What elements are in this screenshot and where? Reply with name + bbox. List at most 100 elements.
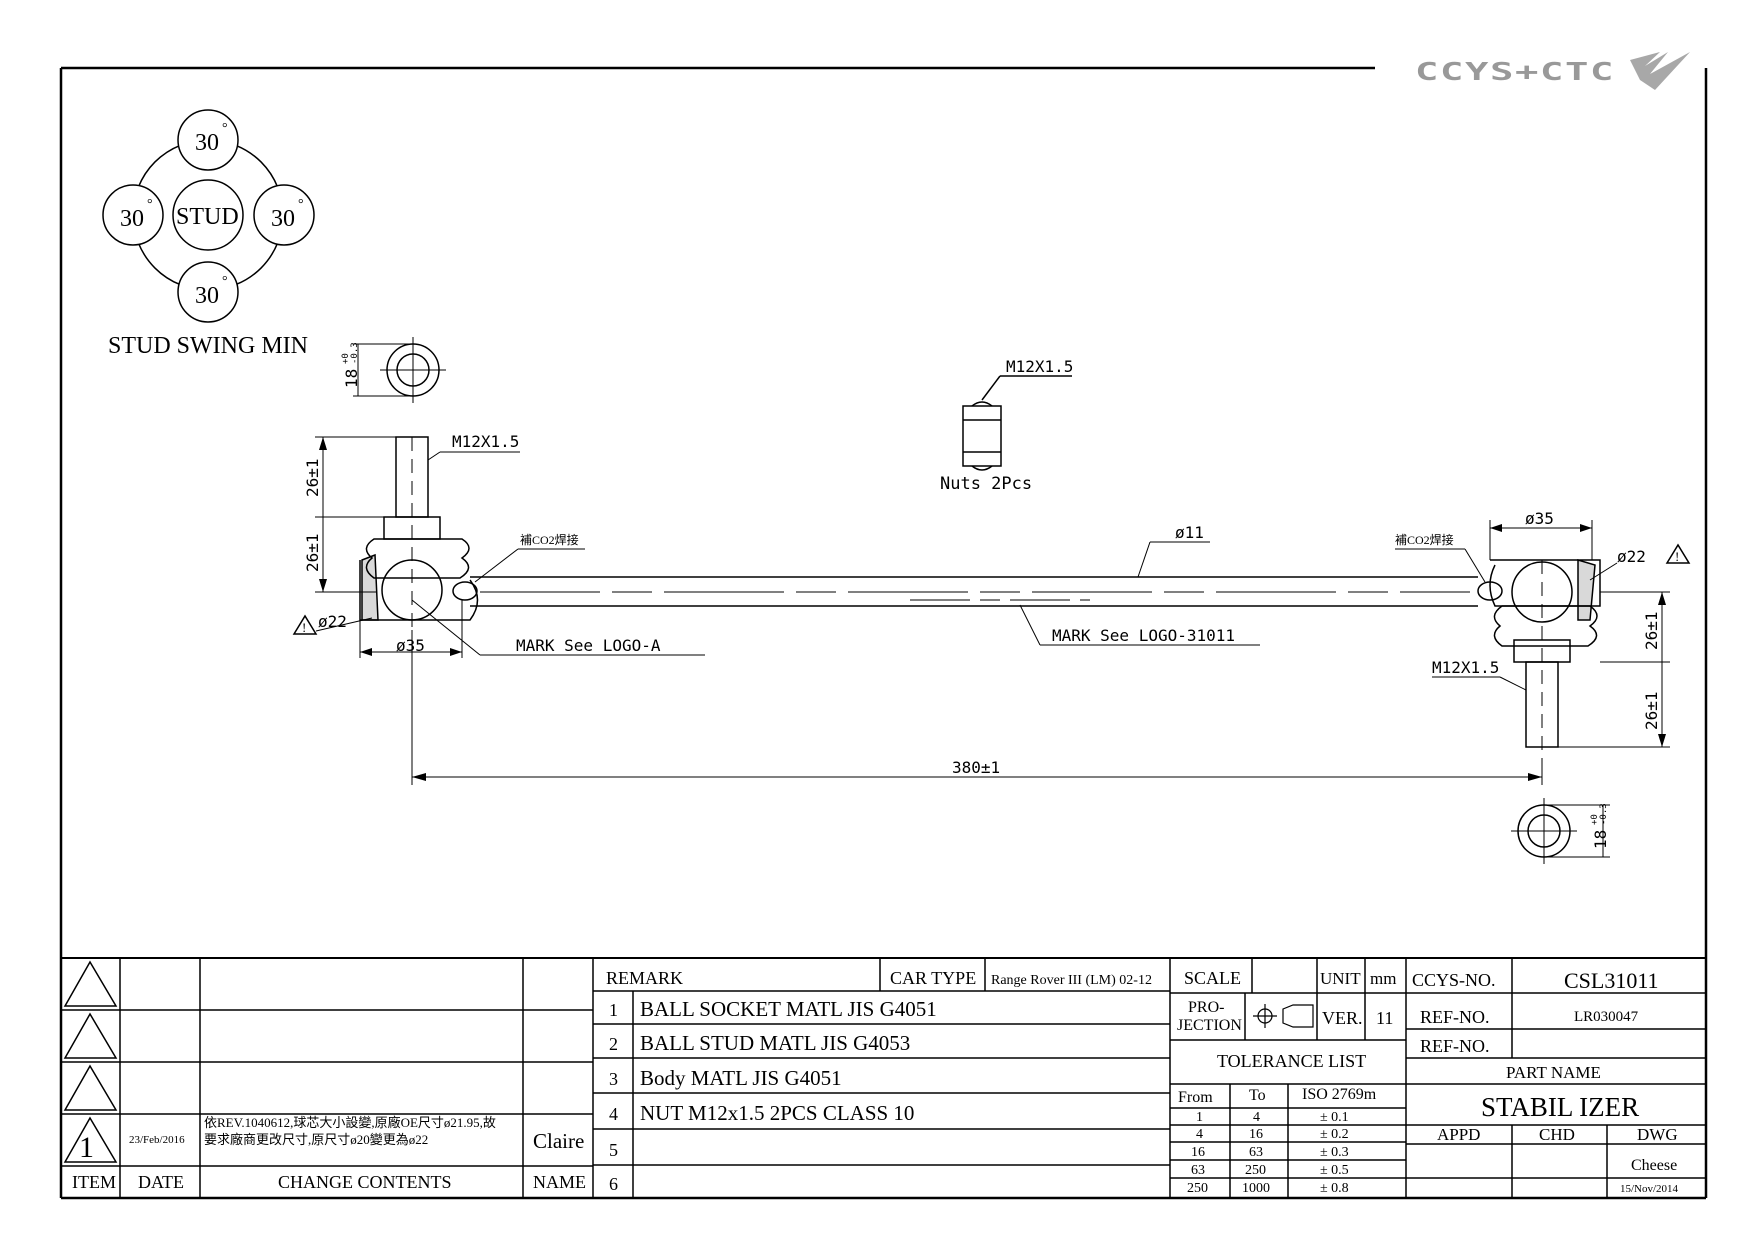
dim-26-left-upper: 26±1 — [303, 458, 322, 497]
drawn-date: 15/Nov/2014 — [1620, 1183, 1679, 1195]
warning-icon: ! — [1665, 543, 1691, 564]
swing-center-label: STUD — [176, 204, 239, 230]
stud-swing-diagram: 30 ° 30 ° 30 ° 30 ° STUD STUD SWING MIN — [102, 109, 315, 359]
svg-text:CHD: CHD — [1539, 1125, 1575, 1144]
svg-text:30: 30 — [120, 206, 144, 232]
revision-content-line1: 依REV.1040612,球芯大小設變,原廠OE尺寸ø21.95,故 — [204, 1115, 496, 1130]
svg-text:To: To — [1249, 1087, 1266, 1104]
weld-note-right: 補CO2焊接 — [1395, 532, 1454, 547]
ccys-no-value: CSL31011 — [1564, 968, 1659, 993]
ref-no-label-2: REF-NO. — [1420, 1036, 1490, 1056]
thread-right-label: M12X1.5 — [1432, 658, 1499, 677]
swing-circle-center — [172, 179, 244, 251]
header-item: ITEM — [72, 1172, 116, 1192]
mark-logo-a-note: MARK See LOGO-A — [516, 636, 661, 655]
revision-item: 1 — [79, 1131, 94, 1164]
right-ball-joint — [1477, 558, 1601, 760]
weld-note-left: 補CO2焊接 — [520, 532, 579, 547]
swing-caption: STUD SWING MIN — [108, 333, 308, 359]
company-logo: CCYS+CTC — [1415, 52, 1690, 90]
header-name: NAME — [533, 1172, 586, 1192]
svg-text:30: 30 — [195, 130, 219, 156]
ref-no-label-1: REF-NO. — [1420, 1007, 1490, 1027]
revision-content-line2: 要求廠商更改尺寸,原尺寸ø20變更為ø22 — [204, 1132, 428, 1147]
svg-text:18: 18 — [342, 369, 361, 388]
remark-item: Body MATL JIS G4051 — [640, 1066, 842, 1090]
dimension-lines — [315, 436, 1670, 785]
svg-text:± 0.3: ± 0.3 — [1320, 1145, 1349, 1160]
header-date: DATE — [138, 1172, 184, 1192]
svg-text:4: 4 — [1253, 1110, 1260, 1125]
svg-text:16: 16 — [1191, 1145, 1205, 1160]
revision-table — [61, 957, 1706, 1198]
logo-text: CCYS+CTC — [1415, 57, 1615, 86]
remark-item: BALL SOCKET MATL JIS G4051 — [640, 997, 937, 1021]
nuts-quantity-label: Nuts 2Pcs — [940, 474, 1032, 494]
left-ball-joint — [359, 436, 479, 630]
unit-value: mm — [1370, 969, 1396, 988]
swing-circle-top — [177, 109, 239, 171]
svg-text:APPD: APPD — [1437, 1125, 1480, 1144]
tolerance-title: TOLERANCE LIST — [1217, 1051, 1366, 1071]
svg-text:± 0.2: ± 0.2 — [1320, 1127, 1349, 1142]
drawn-by: Cheese — [1631, 1157, 1677, 1174]
svg-text:2: 2 — [609, 1034, 618, 1054]
warning-icon: ! — [292, 614, 318, 635]
unit-label: UNIT — [1320, 969, 1361, 988]
svg-text:°: ° — [222, 274, 228, 289]
svg-text:1000: 1000 — [1242, 1181, 1270, 1196]
boot-dia-left: ø35 — [396, 636, 425, 655]
part-name-label: PART NAME — [1506, 1063, 1601, 1082]
swing-circle-right — [253, 184, 315, 246]
swing-circle-bottom — [177, 261, 239, 323]
header-change-contents: CHANGE CONTENTS — [278, 1172, 452, 1192]
svg-text:30: 30 — [195, 283, 219, 309]
svg-text:6: 6 — [609, 1174, 618, 1194]
svg-text:1: 1 — [1196, 1110, 1203, 1125]
svg-text:63: 63 — [1249, 1145, 1263, 1160]
boot-dia-right: ø35 — [1525, 509, 1554, 528]
svg-text:-0.3: -0.3 — [1599, 803, 1609, 825]
projection-symbol-icon — [1253, 1004, 1314, 1028]
svg-text:+0: +0 — [341, 353, 351, 364]
svg-text:± 0.8: ± 0.8 — [1320, 1181, 1349, 1196]
arrowheads — [319, 437, 1666, 781]
logo-wing-icon — [1630, 52, 1690, 90]
svg-text:18: 18 — [1591, 830, 1610, 849]
svg-text:!: ! — [1675, 549, 1679, 564]
overall-length: 380±1 — [952, 758, 1000, 777]
car-type-label: CAR TYPE — [890, 968, 976, 988]
svg-text:°: ° — [147, 197, 153, 212]
revision-name: Claire — [533, 1129, 584, 1153]
nut-thread-label: M12X1.5 — [1006, 357, 1073, 376]
stabilizer-rod — [470, 576, 1478, 607]
remark-header: REMARK — [606, 968, 683, 988]
svg-text:+0: +0 — [1590, 814, 1600, 825]
remarks-table — [593, 958, 1171, 1198]
tolerance-block — [1170, 958, 1407, 1198]
swing-circle-left — [102, 184, 164, 246]
svg-text:± 0.1: ± 0.1 — [1320, 1110, 1349, 1125]
svg-text:5: 5 — [609, 1140, 618, 1160]
nut-detail — [962, 375, 1072, 471]
thread-top-label: M12X1.5 — [452, 432, 519, 451]
ver-value: 11 — [1376, 1008, 1393, 1028]
ver-label: VER. — [1322, 1008, 1363, 1028]
remark-item: BALL STUD MATL JIS G4053 — [640, 1031, 910, 1055]
svg-text:63: 63 — [1191, 1163, 1205, 1178]
remark-item: NUT M12x1.5 2PCS CLASS 10 — [640, 1101, 914, 1125]
ccys-no-label: CCYS-NO. — [1412, 970, 1496, 990]
svg-text:1: 1 — [609, 1000, 618, 1020]
revision-date: 23/Feb/2016 — [129, 1134, 185, 1146]
dim-26-right-upper: 26±1 — [1642, 611, 1661, 650]
scale-label: SCALE — [1184, 968, 1241, 988]
rod-diameter: ø11 — [1175, 523, 1204, 542]
svg-text:°: ° — [222, 121, 228, 136]
mark-logo-part-note: MARK See LOGO-31011 — [1052, 626, 1235, 645]
svg-text:PRO-: PRO- — [1188, 999, 1224, 1016]
svg-text:3: 3 — [609, 1069, 618, 1089]
ball-dia-right: ø22 — [1617, 547, 1646, 566]
svg-text:± 0.5: ± 0.5 — [1320, 1163, 1349, 1178]
dim-26-right-lower: 26±1 — [1642, 691, 1661, 730]
